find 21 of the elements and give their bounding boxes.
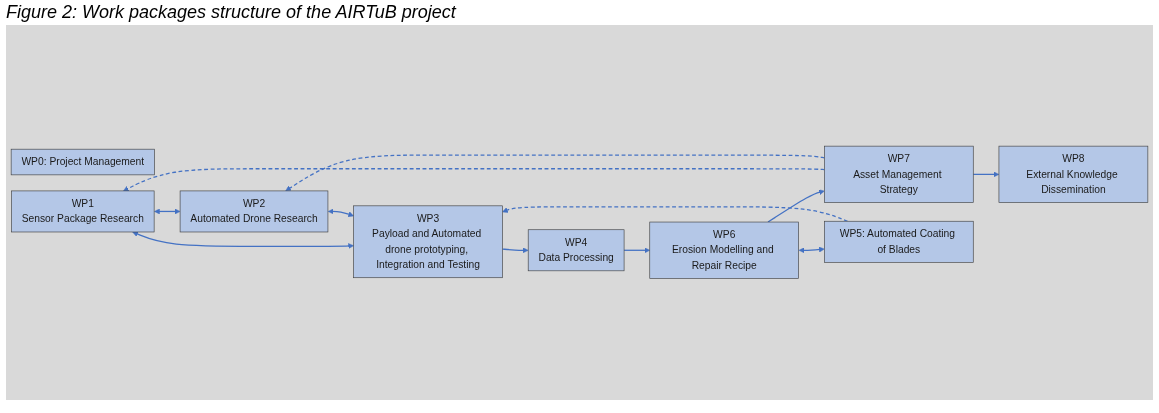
node-box: WP1 Sensor Package Research (11, 190, 155, 233)
node-box: WP8 External Knowledge Dissemination (998, 146, 1149, 204)
node-box: WP6 Erosion Modelling and Repair Recipe (649, 221, 799, 279)
arrow (285, 154, 825, 192)
arrow (501, 247, 529, 254)
arrow (798, 246, 825, 254)
node-box: WP3 Payload and Automated drone prototyping, Integration and Testing (353, 205, 503, 279)
node-box: WP0: Project Management (10, 149, 155, 176)
arrow (623, 247, 650, 254)
arrow (154, 208, 181, 215)
node-box: WP4 Data Processing (527, 229, 625, 272)
node-box: WP7 Asset Management Strategy (824, 146, 974, 204)
node-box: WP2 Automated Drone Research (179, 190, 329, 233)
figure-title: Figure 2: Work packages structure of the AIRTuB project (6, 2, 458, 23)
arrow (132, 231, 354, 249)
arrow (972, 171, 1000, 178)
arrow (767, 189, 825, 223)
arrow (327, 208, 354, 218)
arrow (502, 206, 849, 223)
node-box: WP5: Automated Coating of Blades (824, 221, 974, 263)
arrow (123, 168, 825, 192)
